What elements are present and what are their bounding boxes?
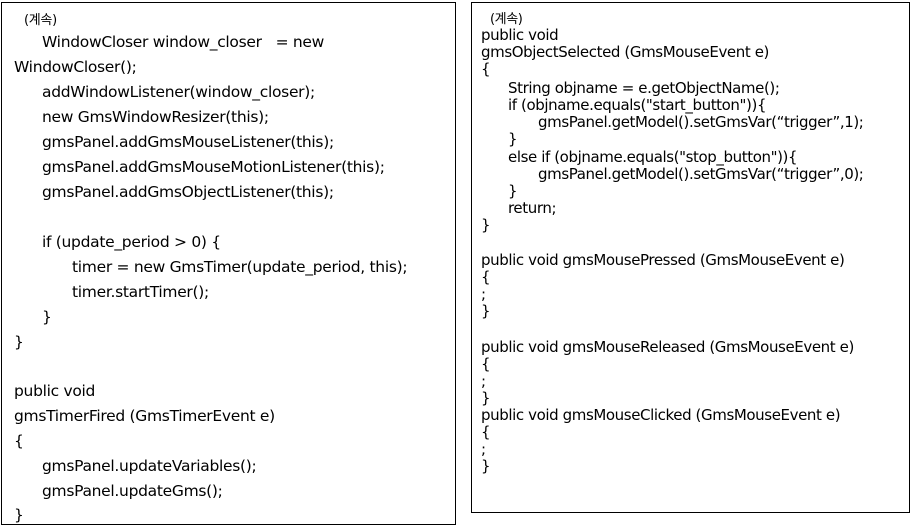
code-line: gmsPanel.getModel().setGmsVar(“trigger”,… bbox=[538, 165, 864, 183]
code-line: gmsPanel.addGmsObjectListener(this); bbox=[42, 183, 334, 201]
code-line: } bbox=[14, 506, 24, 524]
code-line: ; bbox=[481, 372, 486, 390]
code-line: } bbox=[481, 302, 491, 320]
code-line: public void bbox=[14, 382, 96, 400]
code-line: public void gmsMouseReleased (GmsMouseEv… bbox=[481, 338, 854, 356]
code-line: gmsPanel.addGmsMouseMotionListener(this)… bbox=[42, 158, 385, 176]
code-line: if (update_period > 0) { bbox=[42, 233, 221, 251]
code-line: } bbox=[481, 389, 491, 407]
code-line: timer = new GmsTimer(update_period, this… bbox=[72, 258, 408, 276]
code-line: gmsTimerFired (GmsTimerEvent e) bbox=[14, 407, 275, 425]
continued-label: (계속) bbox=[490, 12, 523, 27]
code-line: ; bbox=[481, 285, 486, 303]
code-line: gmsPanel.updateVariables(); bbox=[42, 457, 257, 475]
code-line: } bbox=[508, 182, 518, 200]
code-line: } bbox=[14, 333, 24, 351]
code-line: { bbox=[481, 60, 491, 78]
code-line: { bbox=[481, 355, 491, 373]
code-line: gmsPanel.addGmsMouseListener(this); bbox=[42, 133, 334, 151]
code-line: timer.startTimer(); bbox=[72, 283, 209, 301]
left-code-panel: (계속) WindowCloser window_closer = new Wi… bbox=[1, 2, 456, 525]
right-code-panel: (계속) public void gmsObjectSelected (GmsM… bbox=[471, 2, 910, 513]
code-line: public void bbox=[481, 26, 559, 44]
code-line: public void gmsMousePressed (GmsMouseEve… bbox=[481, 251, 845, 269]
code-line: addWindowListener(window_closer); bbox=[42, 83, 315, 101]
code-line: { bbox=[481, 268, 491, 286]
continued-label: (계속) bbox=[24, 13, 57, 28]
code-line: ; bbox=[481, 440, 486, 458]
code-line: } bbox=[481, 457, 491, 475]
code-line: { bbox=[14, 432, 24, 450]
code-line: gmsPanel.updateGms(); bbox=[42, 482, 223, 500]
code-line: String objname = e.getObjectName(); bbox=[508, 79, 780, 97]
code-line: WindowCloser(); bbox=[14, 58, 137, 76]
code-line: new GmsWindowResizer(this); bbox=[42, 108, 269, 126]
code-line: return; bbox=[508, 199, 557, 217]
code-line: gmsPanel.getModel().setGmsVar(“trigger”,… bbox=[538, 113, 864, 131]
code-line: } bbox=[508, 130, 518, 148]
code-line: if (objname.equals("start_button")){ bbox=[508, 96, 767, 114]
code-line: } bbox=[42, 308, 52, 326]
code-line: public void gmsMouseClicked (GmsMouseEve… bbox=[481, 406, 841, 424]
code-line: } bbox=[481, 216, 491, 234]
code-line: gmsObjectSelected (GmsMouseEvent e) bbox=[481, 43, 769, 61]
code-line: else if (objname.equals("stop_button")){ bbox=[508, 148, 798, 166]
code-line: { bbox=[481, 423, 491, 441]
code-line: WindowCloser window_closer = new bbox=[42, 33, 325, 51]
